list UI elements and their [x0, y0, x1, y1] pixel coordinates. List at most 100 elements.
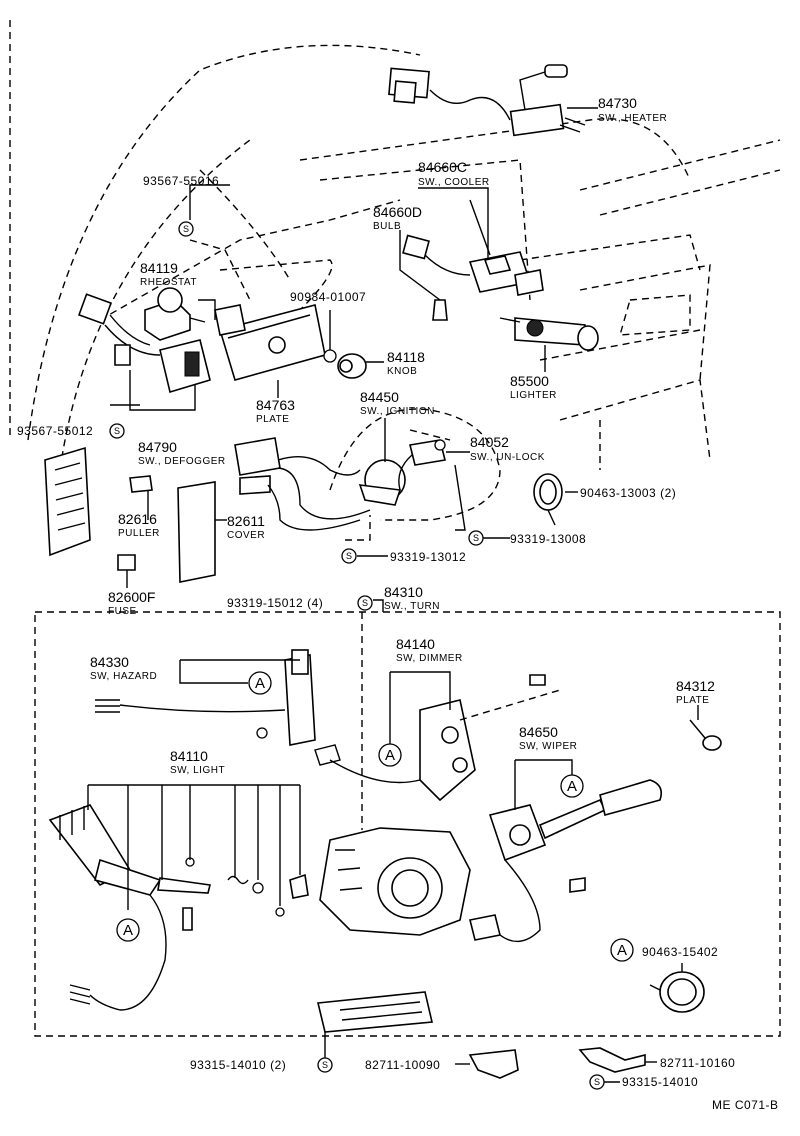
marker-a: A: [610, 938, 634, 962]
label-82711-10160: 82711-10160: [660, 1056, 735, 1070]
svg-text:84450: 84450: [360, 389, 399, 405]
svg-text:BULB: BULB: [373, 221, 401, 232]
svg-text:84052: 84052: [470, 434, 509, 450]
label-84110: 84110 SW, LIGHT: [170, 748, 225, 776]
label-84140: 84140 SW, DIMMER: [396, 636, 463, 664]
label-90984-01007: 90984-01007: [290, 290, 366, 304]
leader-93319-13008: [454, 464, 466, 531]
svg-text:82616: 82616: [118, 511, 157, 527]
light-switch-drawing: [48, 804, 309, 1011]
wiper-switch-drawing: [469, 779, 663, 943]
svg-text:84119: 84119: [140, 260, 178, 276]
label-93319-13008: 93319-13008: [510, 532, 586, 546]
leader-84660d: [399, 230, 441, 301]
cooler-switch-drawing: [402, 234, 544, 321]
marker-s: S: [317, 1057, 333, 1073]
svg-text:SW., DEFOGGER: SW., DEFOGGER: [138, 456, 226, 467]
hazard-switch-drawing: [95, 649, 316, 746]
label-84763: 84763 PLATE: [256, 397, 295, 425]
marker-a: A: [248, 671, 272, 695]
label-93319-15012: 93319-15012 (4): [227, 596, 323, 610]
svg-text:PLATE: PLATE: [256, 414, 289, 425]
svg-text:85500: 85500: [510, 373, 549, 389]
svg-text:RHEOSTAT: RHEOSTAT: [140, 277, 197, 288]
svg-text:S: S: [183, 224, 189, 234]
leader-93319-13012: [345, 515, 371, 541]
marker-s: S: [357, 595, 373, 611]
puller-drawing: [129, 475, 153, 493]
label-82616: 82616 PULLER: [118, 511, 159, 539]
leader-84660c: [418, 187, 489, 260]
heater-switch-drawing: [388, 64, 586, 137]
label-82711-10090: 82711-10090: [365, 1058, 440, 1072]
label-93319-13012: 93319-13012: [390, 550, 466, 564]
diagram-code: ME C071-B: [712, 1098, 779, 1112]
combination-switch-body: [319, 827, 471, 936]
marker-s: S: [109, 423, 125, 439]
label-93567-55016: 93567-55016: [143, 174, 219, 188]
rheostat-drawing: [77, 287, 206, 356]
svg-text:SW., UN-LOCK: SW., UN-LOCK: [470, 452, 545, 463]
svg-text:SW., IGNITION: SW., IGNITION: [360, 406, 435, 417]
label-93567-55012: 93567-55012: [17, 424, 93, 438]
svg-text:84140: 84140: [396, 636, 435, 652]
label-84730: 84730 SW., HEATER: [598, 95, 667, 124]
leader-84330: [179, 660, 248, 684]
defogger-switch-drawing: [114, 339, 211, 394]
clamp-13003-drawing: [533, 473, 563, 526]
svg-text:84310: 84310: [384, 584, 423, 600]
svg-text:SW., COOLER: SW., COOLER: [418, 177, 490, 188]
bracket-10090: [468, 1049, 519, 1079]
bulb-90984: [323, 349, 337, 363]
connector-block-drawing: [317, 991, 433, 1033]
label-93315-14010-2: 93315-14010 (2): [190, 1058, 286, 1072]
marker-s: S: [468, 530, 484, 546]
svg-text:A: A: [567, 778, 577, 795]
svg-text:PLATE: PLATE: [676, 695, 709, 706]
label-84650: 84650 SW, WIPER: [519, 724, 577, 752]
fuse-drawing: [117, 554, 136, 571]
svg-text:COVER: COVER: [227, 530, 265, 541]
svg-text:S: S: [594, 1077, 600, 1087]
svg-text:S: S: [473, 533, 479, 543]
dashboard-outline: [9, 20, 781, 521]
leader-84660c-b: [469, 199, 491, 256]
svg-text:82600F: 82600F: [108, 589, 155, 605]
clamp-15402-drawing: [649, 971, 705, 1013]
cover-drawing: [177, 481, 216, 583]
label-84052: 84052 SW., UN-LOCK: [470, 434, 545, 463]
svg-text:SW, WIPER: SW, WIPER: [519, 741, 577, 752]
label-84310: 84310 SW., TURN: [384, 584, 440, 612]
unlock-switch-drawing: [398, 439, 446, 491]
knob-drawing: [337, 353, 367, 379]
svg-text:82611: 82611: [227, 513, 265, 529]
label-90463-13003: 90463-13003 (2): [580, 486, 676, 500]
label-84660c: 84660C SW., COOLER: [418, 159, 490, 188]
label-82600f: 82600F FUSE: [108, 589, 155, 617]
svg-text:84660C: 84660C: [418, 159, 467, 175]
svg-text:SW, DIMMER: SW, DIMMER: [396, 653, 463, 664]
svg-text:84730: 84730: [598, 95, 637, 111]
leader-84790: [129, 370, 196, 411]
svg-text:A: A: [385, 747, 395, 764]
leader-84140-b: [390, 671, 451, 710]
svg-text:84118: 84118: [387, 349, 425, 365]
leader-84650-b: [515, 759, 573, 775]
svg-text:84312: 84312: [676, 678, 715, 694]
label-84450: 84450 SW., IGNITION: [360, 389, 435, 417]
label-84660d: 84660D BULB: [373, 204, 422, 232]
label-84119: 84119 RHEOSTAT: [140, 260, 197, 288]
svg-text:84330: 84330: [90, 654, 129, 670]
svg-text:84660D: 84660D: [373, 204, 422, 220]
svg-text:KNOB: KNOB: [387, 366, 417, 377]
svg-text:SW., TURN: SW., TURN: [384, 601, 440, 612]
label-84118: 84118 KNOB: [387, 349, 425, 377]
leader-84119: [198, 299, 216, 320]
lighter-drawing: [499, 317, 599, 351]
ignition-switch-drawing: [234, 437, 406, 531]
svg-text:LIGHTER: LIGHTER: [510, 390, 557, 401]
marker-s: S: [178, 221, 194, 237]
svg-text:FUSE: FUSE: [108, 606, 137, 617]
label-85500: 85500 LIGHTER: [510, 373, 557, 401]
